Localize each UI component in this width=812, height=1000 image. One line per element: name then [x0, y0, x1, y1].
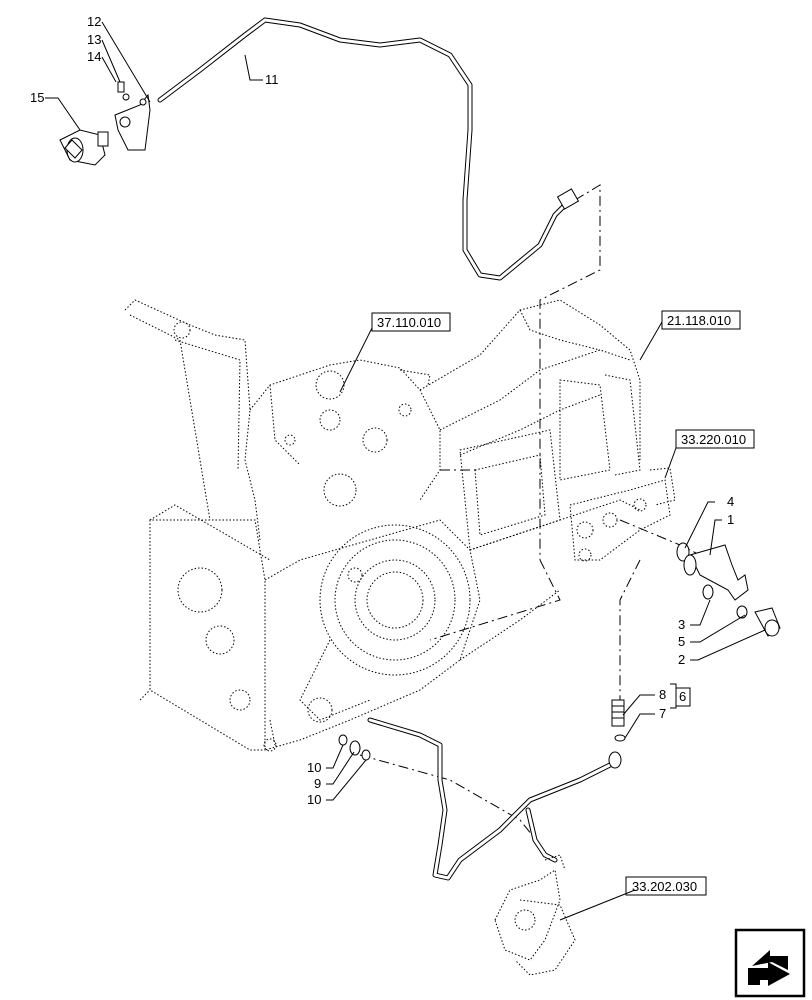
transmission-housing: [124, 299, 676, 752]
reference-boxes: 37.110.010 21.118.010 33.220.010 33.202.…: [371, 310, 755, 896]
callout-5: 5: [678, 634, 685, 649]
callout-labels: 12 13 14 15 11 4 1 3 5 2 8 7 6 10 9 10: [30, 14, 734, 807]
washers-9-10: [338, 734, 371, 761]
ref-text-21-118-010[interactable]: 21.118.010: [667, 313, 731, 328]
callout-6: 6: [679, 689, 686, 704]
callout-10-lower: 10: [307, 792, 321, 807]
callout-1: 1: [727, 512, 734, 527]
lower-pipe: [367, 717, 613, 881]
alignment-lines: [359, 184, 701, 846]
upper-pipe: [157, 17, 580, 281]
ref-text-33-220-010[interactable]: 33.220.010: [681, 432, 746, 447]
pedal-assembly: [494, 854, 576, 976]
next-page-arrow-icon[interactable]: [734, 928, 806, 998]
ref-box-33-220-010[interactable]: [675, 429, 755, 449]
callout-11: 11: [265, 72, 279, 87]
ref-box-33-202-030[interactable]: [625, 876, 707, 896]
bracket-12: [114, 93, 151, 151]
callout-10-upper: 10: [307, 760, 321, 775]
ref-text-33-202-030[interactable]: 33.202.030: [632, 879, 697, 894]
ref-box-21-118-010[interactable]: [661, 310, 741, 330]
callout-9: 9: [314, 776, 321, 791]
ref-box-37-110-010[interactable]: [371, 312, 451, 332]
sensor-15: [59, 129, 109, 166]
callout-6-box: [675, 687, 691, 707]
callout-2: 2: [678, 652, 685, 667]
callout-4: 4: [727, 494, 734, 509]
callout-14: 14: [87, 49, 101, 64]
union-parts-7-8: [608, 699, 626, 769]
leader-lines: [45, 21, 766, 921]
callout-12: 12: [87, 14, 101, 29]
callout-3: 3: [678, 617, 685, 632]
callout-8: 8: [659, 687, 666, 702]
ref-text-37-110-010[interactable]: 37.110.010: [377, 315, 441, 330]
callout-15: 15: [30, 90, 44, 105]
callout-7: 7: [659, 706, 666, 721]
bolt-13-14: [117, 81, 130, 101]
fitting-parts-1-5: [676, 542, 781, 637]
callout-13: 13: [87, 32, 101, 47]
